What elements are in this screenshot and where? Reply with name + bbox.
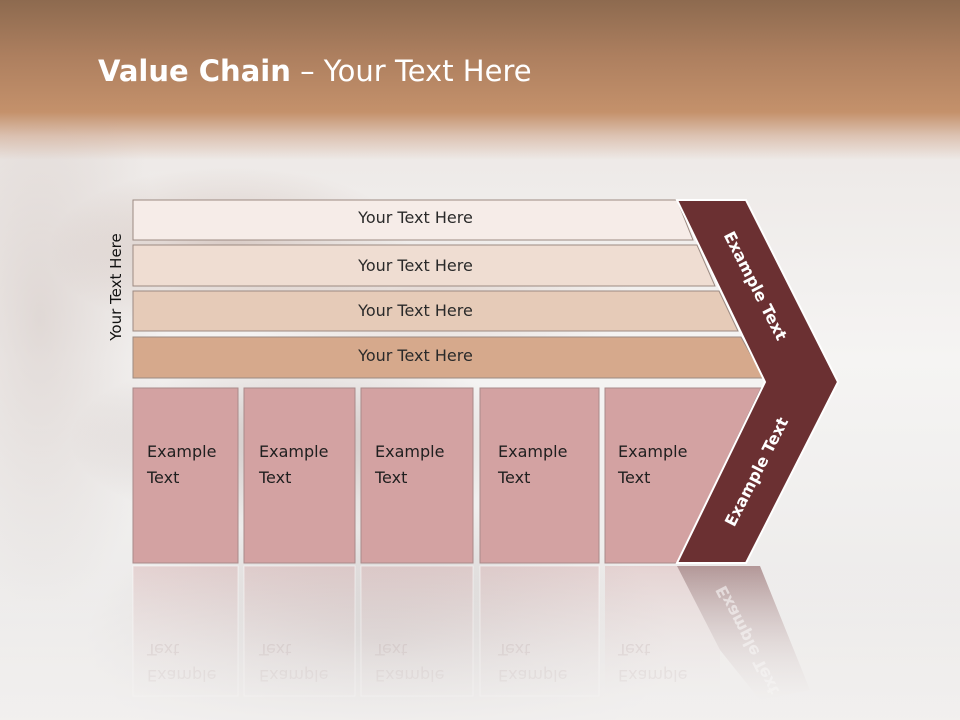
title-rest: – Your Text Here [290,54,532,88]
column-label: Example Text [618,439,713,491]
column-label: Example Text [259,439,354,491]
reflection-line2: Text [618,640,651,659]
column-label-line1: Example [375,442,445,461]
margin-chevron [675,199,840,564]
header-band [0,0,960,160]
activity-bar [132,290,739,332]
activity-bar [132,199,694,241]
reflection-line2: Text [498,640,531,659]
column-label-line1: Example [259,442,329,461]
activity-column [360,387,474,564]
column-label-line1: Example [498,442,568,461]
column-label-reflection: Example Text [259,636,354,688]
reflection-line2: Text [259,640,292,659]
reflection-line1: Example [618,666,688,685]
slide-title: Value Chain – Your Text Here [98,54,532,88]
activity-column [243,387,356,564]
reflection-line1: Example [259,666,329,685]
column-label: Example Text [498,439,593,491]
reflection-line1: Example [147,666,217,685]
column-label-reflection: Example Text [618,636,713,688]
bar-label: Your Text Here [358,346,473,365]
reflection-line2: Text [375,640,408,659]
column-label-line2: Text [375,468,408,487]
bar-label: Your Text Here [358,301,473,320]
activity-column [479,387,600,564]
reflection-line1: Example [375,666,445,685]
title-bold: Value Chain [98,54,291,88]
reflection-line1: Example [498,666,568,685]
column-label-line1: Example [618,442,688,461]
column-label-line1: Example [147,442,217,461]
column-label-line2: Text [259,468,292,487]
reflection-line2: Text [147,640,180,659]
column-label-reflection: Example Text [375,636,470,688]
column-label-line2: Text [147,468,180,487]
column-label: Example Text [375,439,470,491]
activity-bar [132,244,716,287]
column-label-line2: Text [498,468,531,487]
bar-label: Your Text Here [358,208,473,227]
column-label-reflection: Example Text [498,636,593,688]
bar-label: Your Text Here [358,256,473,275]
column-label-reflection: Example Text [147,636,242,688]
activity-column [132,387,239,564]
column-label-line2: Text [618,468,651,487]
column-label: Example Text [147,439,242,491]
